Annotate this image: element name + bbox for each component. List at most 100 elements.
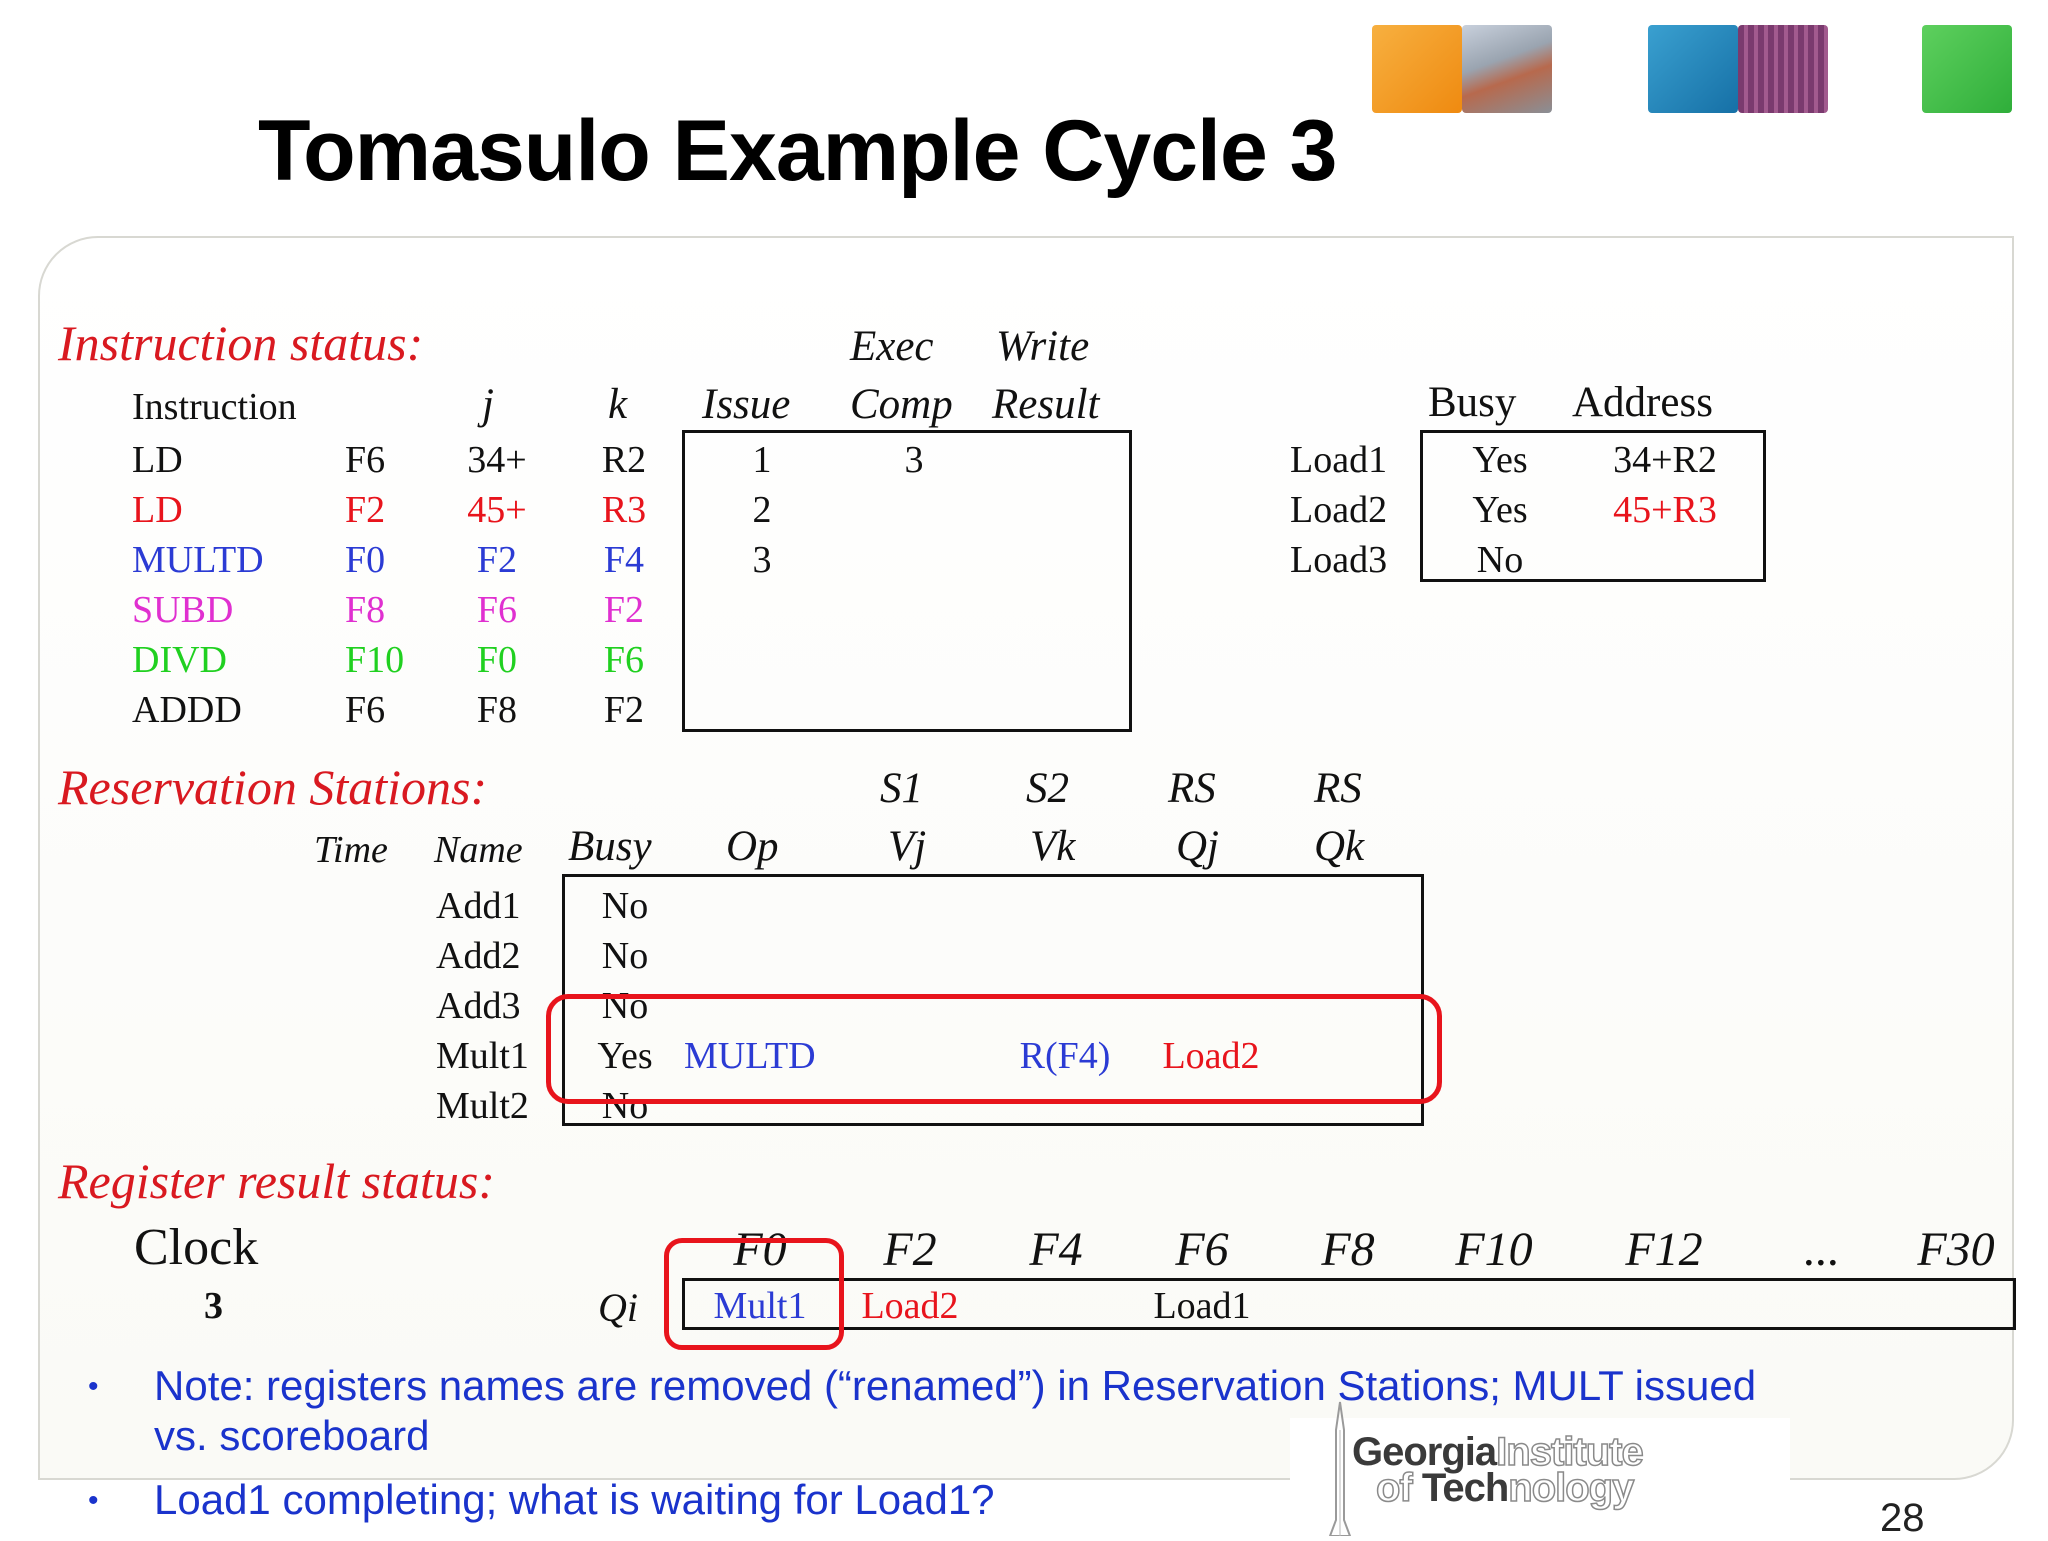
content-panel bbox=[38, 236, 2014, 1480]
logo-institute: Institute bbox=[1495, 1429, 1644, 1475]
rs-busy: No bbox=[601, 935, 649, 977]
rs-busy: No bbox=[601, 885, 649, 927]
rs-busy: No bbox=[601, 985, 649, 1027]
instr-cell-dest: F6 bbox=[345, 439, 386, 481]
rs-name: Mult1 bbox=[436, 1035, 529, 1077]
address-header: Address bbox=[1572, 379, 1713, 426]
instr-cell-j: F0 bbox=[476, 639, 518, 681]
instr-cell-dest: F10 bbox=[345, 639, 405, 681]
instr-cell-k: R2 bbox=[601, 439, 647, 481]
note-bullet-1: • bbox=[88, 1370, 99, 1403]
name-header: Name bbox=[434, 829, 523, 871]
instr-cell-op: ADDD bbox=[132, 689, 242, 731]
time-header: Time bbox=[314, 829, 388, 871]
busy-header: Busy bbox=[1428, 379, 1517, 426]
instr-cell-k: F4 bbox=[603, 539, 645, 581]
page-number: 28 bbox=[1880, 1496, 1925, 1540]
busy-rs-header: Busy bbox=[568, 823, 652, 870]
register-header: F30 bbox=[1917, 1223, 1995, 1276]
instr-cell-dest: F8 bbox=[345, 589, 386, 631]
clock-value: 3 bbox=[204, 1285, 223, 1327]
decor-photo-campus bbox=[1462, 25, 1552, 113]
instr-cell-op: DIVD bbox=[132, 639, 227, 681]
k-header: k bbox=[608, 381, 628, 428]
load-name: Load3 bbox=[1290, 539, 1388, 581]
f0-highlight bbox=[664, 1238, 844, 1350]
instr-cell-dest: F6 bbox=[345, 689, 386, 731]
logo-line-2: of Technology bbox=[1375, 1465, 1635, 1511]
register-header: F6 bbox=[1175, 1223, 1229, 1276]
rs-busy: Yes bbox=[597, 1035, 653, 1077]
logo-of: of bbox=[1375, 1465, 1422, 1511]
note-2-line-1: Load1 completing; what is waiting for Lo… bbox=[154, 1476, 995, 1523]
s1-header: S1 bbox=[880, 765, 923, 812]
load-buffer-box bbox=[1420, 430, 1766, 582]
register-qi-value: Mult1 bbox=[713, 1285, 807, 1327]
instruction-header: Instruction bbox=[132, 386, 297, 428]
instr-cell-op: LD bbox=[132, 489, 183, 531]
register-header: F2 bbox=[883, 1223, 937, 1276]
instr-cell-k: F6 bbox=[603, 639, 645, 681]
exec-header-bottom: Comp bbox=[850, 381, 953, 428]
instr-cell-op: LD bbox=[132, 439, 183, 481]
instr-cell-k: F2 bbox=[603, 589, 645, 631]
reservation-stations-title: Reservation Stations: bbox=[58, 759, 488, 815]
logo-georgia: Georgia bbox=[1352, 1430, 1497, 1474]
instr-cell-j: F6 bbox=[476, 589, 518, 631]
note-1-line-2: vs. scoreboard bbox=[154, 1412, 430, 1459]
instr-cell-issue: 2 bbox=[752, 489, 772, 531]
register-qi-value: Load2 bbox=[861, 1285, 959, 1327]
register-qi-value: Load1 bbox=[1153, 1285, 1251, 1327]
vk-header: Vk bbox=[1030, 823, 1076, 870]
register-status-box bbox=[682, 1278, 2016, 1330]
rs-name: Add2 bbox=[436, 935, 521, 977]
decor-square-orange bbox=[1372, 25, 1462, 113]
register-header: F10 bbox=[1455, 1223, 1533, 1276]
rs2-header: RS bbox=[1314, 765, 1362, 812]
logo-tech: Tech bbox=[1421, 1466, 1509, 1510]
instr-cell-exec: 3 bbox=[904, 439, 924, 481]
note-bullet-2: • bbox=[88, 1484, 99, 1517]
rs-op: MULTD bbox=[684, 1035, 816, 1077]
register-header: F4 bbox=[1029, 1223, 1083, 1276]
instr-cell-op: SUBD bbox=[132, 589, 234, 631]
instr-cell-issue: 1 bbox=[752, 439, 772, 481]
decor-square-green bbox=[1922, 25, 2012, 113]
decor-photo-chip bbox=[1738, 25, 1828, 113]
load-busy: Yes bbox=[1472, 489, 1528, 531]
rs-name: Add1 bbox=[436, 885, 521, 927]
load-busy: Yes bbox=[1472, 439, 1528, 481]
note-1-line-1: Note: registers names are removed (“rena… bbox=[154, 1362, 1757, 1409]
rs-vk: R(F4) bbox=[1019, 1035, 1111, 1077]
j-header: j bbox=[482, 381, 494, 428]
register-status-title: Register result status: bbox=[58, 1153, 496, 1209]
vj-header: Vj bbox=[888, 823, 927, 870]
qj-header: Qj bbox=[1176, 823, 1219, 870]
register-header: ... bbox=[1804, 1223, 1840, 1276]
clock-label: Clock bbox=[134, 1219, 259, 1276]
register-header: F0 bbox=[733, 1223, 787, 1276]
issue-header: Issue bbox=[702, 381, 791, 428]
logo-backdrop bbox=[1290, 1418, 1790, 1536]
instr-cell-j: F8 bbox=[476, 689, 518, 731]
load-name: Load1 bbox=[1290, 439, 1388, 481]
logo-line-1: GeorgiaInstitute bbox=[1352, 1429, 1644, 1475]
load-busy: No bbox=[1476, 539, 1524, 581]
mult1-highlight bbox=[546, 994, 1442, 1104]
rs-name: Mult2 bbox=[436, 1085, 529, 1127]
rs-name: Add3 bbox=[436, 985, 521, 1027]
instruction-status-title: Instruction status: bbox=[58, 315, 424, 371]
instr-cell-dest: F0 bbox=[345, 539, 386, 581]
instr-cell-j: 34+ bbox=[467, 439, 527, 481]
instr-cell-dest: F2 bbox=[345, 489, 386, 531]
write-header-top: Write bbox=[996, 323, 1090, 370]
write-header-bottom: Result bbox=[992, 381, 1100, 428]
load-address: 34+R2 bbox=[1613, 439, 1717, 481]
instr-cell-k: F2 bbox=[603, 689, 645, 731]
instr-cell-j: 45+ bbox=[467, 489, 527, 531]
register-header: F8 bbox=[1321, 1223, 1375, 1276]
exec-header-top: Exec bbox=[850, 323, 934, 370]
load-name: Load2 bbox=[1290, 489, 1388, 531]
decor-square-blue bbox=[1648, 25, 1738, 113]
instruction-status-box bbox=[682, 430, 1132, 732]
